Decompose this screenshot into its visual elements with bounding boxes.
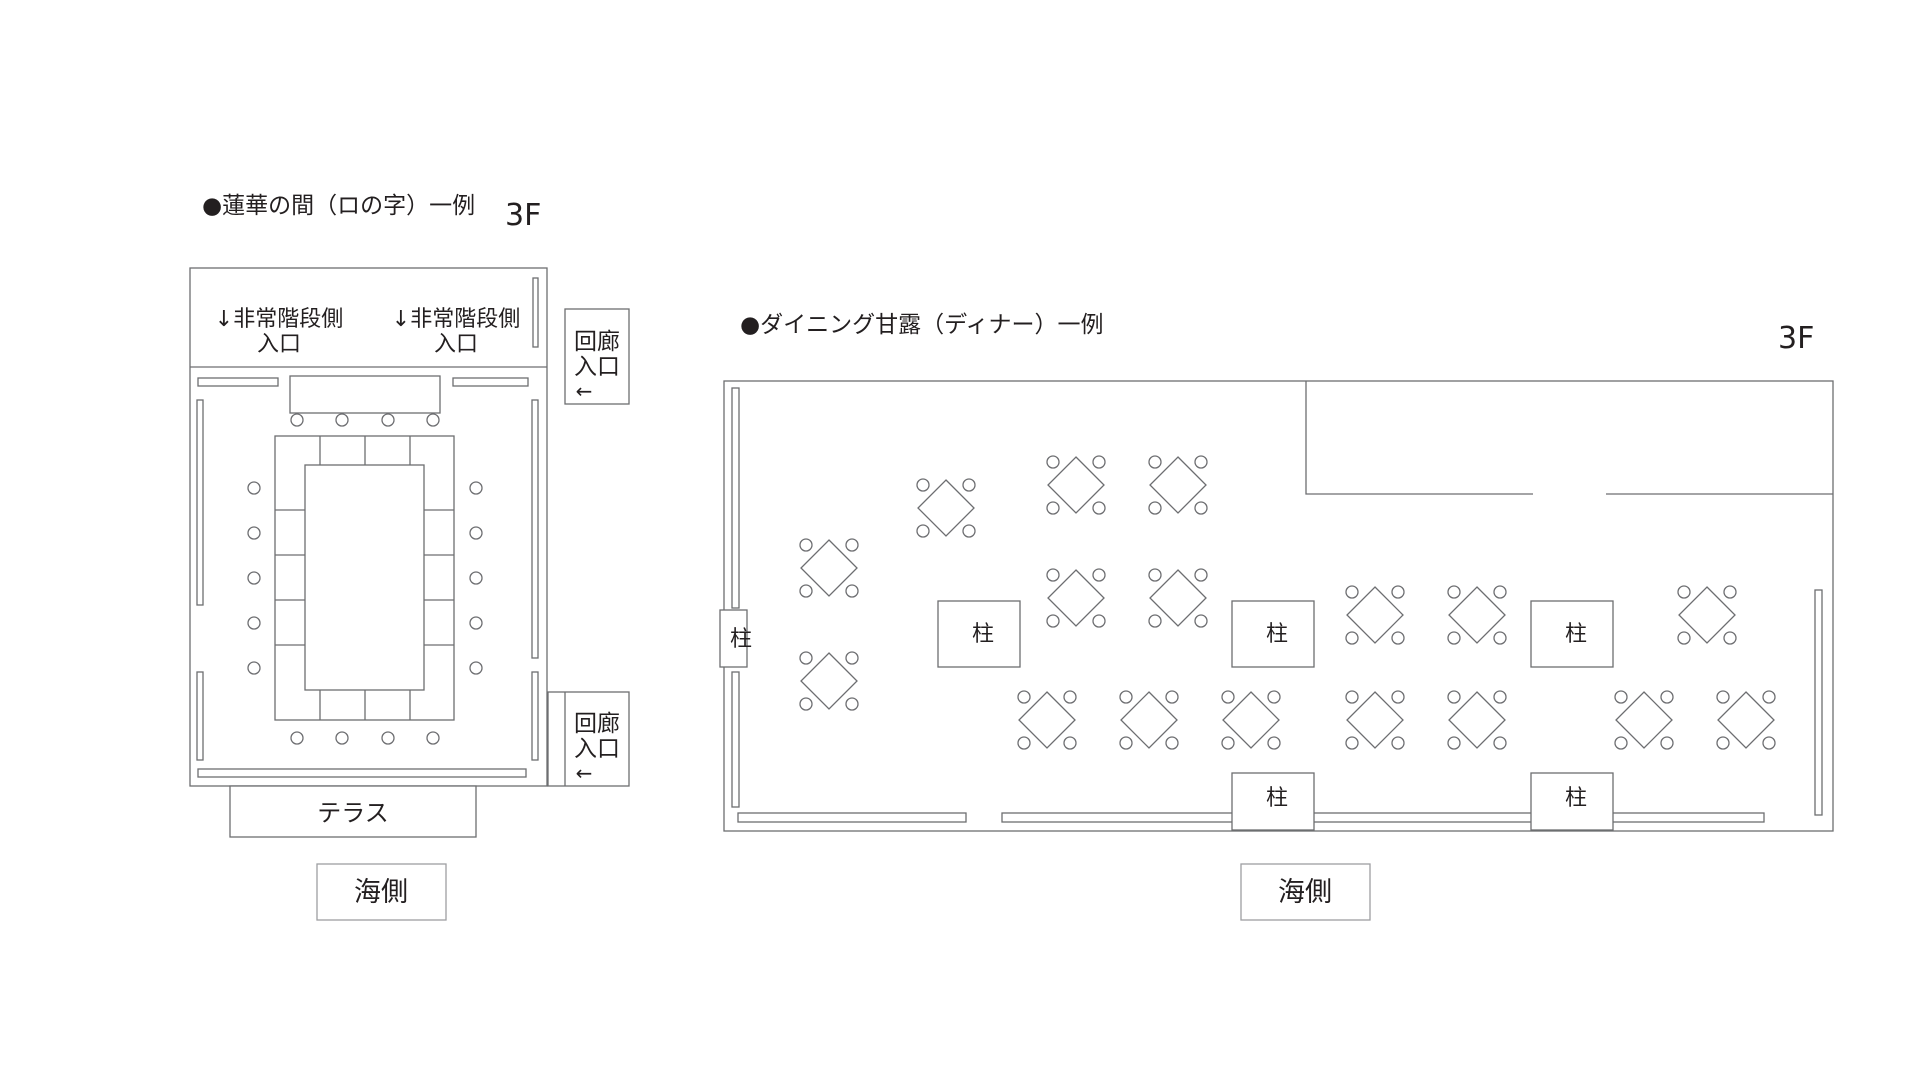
right-plan-floor-label: 3F — [1778, 321, 1814, 356]
chair — [426, 413, 440, 427]
corridor-entrance-top-line1: 回廊 — [574, 329, 620, 355]
corridor-entrance-top-line2: 入口 — [574, 354, 620, 380]
table-group — [1447, 690, 1507, 750]
left-wall-segment — [197, 768, 527, 778]
left-wall-segment — [196, 671, 204, 761]
chair — [335, 731, 349, 745]
corridor-entrance-bottom — [547, 691, 630, 787]
pillar-label: 柱 — [972, 622, 994, 647]
head-table — [289, 375, 441, 414]
pillar-label: 柱 — [1266, 786, 1288, 811]
table-group — [1148, 568, 1208, 628]
emergency-entrance-left-line2: 入口 — [257, 332, 301, 357]
corridor-entrance-bottom-line2: 入口 — [574, 736, 620, 762]
chair — [247, 571, 261, 585]
chair — [247, 616, 261, 630]
right-wall-segment — [731, 671, 740, 808]
table-group — [1345, 690, 1405, 750]
table-group — [1119, 690, 1179, 750]
dining-tables — [799, 455, 1776, 750]
pillar — [719, 609, 748, 668]
corridor-entrance-bottom-line1: 回廊 — [574, 711, 620, 737]
chair — [335, 413, 349, 427]
pillar-label: 柱 — [1565, 622, 1587, 647]
emergency-entrance-left-line1: ↓非常階段側 — [215, 307, 343, 332]
chair — [247, 481, 261, 495]
left-sea-side-label: 海側 — [354, 877, 408, 908]
pillar — [1231, 772, 1315, 831]
chair — [469, 616, 483, 630]
table-group — [1614, 690, 1674, 750]
table-dividers — [275, 436, 454, 720]
table-group — [1447, 585, 1507, 645]
pillar — [1530, 600, 1614, 668]
corridor-entrance-top — [564, 308, 630, 405]
table-group — [799, 651, 859, 711]
table-group — [799, 538, 859, 598]
right-wall-segment — [1001, 812, 1765, 823]
right-sea-side-label: 海側 — [1278, 877, 1332, 908]
chair — [381, 413, 395, 427]
right-wall-segment — [737, 812, 967, 823]
left-wall-segment — [197, 377, 279, 387]
left-wall-segment — [531, 399, 539, 659]
emergency-entrance-right-line2: 入口 — [434, 332, 478, 357]
terrace-label: テラス — [317, 799, 389, 827]
pillar — [937, 600, 1021, 668]
left-wall-segment — [452, 377, 529, 387]
left-floor-plan: ●蓮華の間（ロの字）一例 3F ↓非常階段側 入口 ↓非常階段側 入口 — [189, 193, 630, 921]
chair — [469, 571, 483, 585]
chair — [426, 731, 440, 745]
table-group — [1148, 455, 1208, 515]
left-chairs — [247, 413, 483, 745]
chair — [469, 661, 483, 675]
chair — [469, 481, 483, 495]
chair — [469, 526, 483, 540]
left-wall-segment — [531, 671, 539, 761]
table-group — [1221, 690, 1281, 750]
table-group — [1716, 690, 1776, 750]
chair — [381, 731, 395, 745]
chair — [247, 661, 261, 675]
left-top-right-wall — [532, 277, 539, 348]
pillars: 柱 柱 柱 柱 柱 柱 — [719, 600, 1614, 831]
kitchen-wall — [1305, 381, 1533, 495]
pillar — [1530, 772, 1614, 831]
table-group — [1677, 585, 1737, 645]
left-sea-side-box — [316, 863, 447, 921]
table-frame-inner — [304, 464, 425, 691]
pillar-label: 柱 — [1266, 622, 1288, 647]
left-plan-title: ●蓮華の間（ロの字）一例 — [202, 193, 475, 219]
left-plan-floor-label: 3F — [505, 198, 541, 233]
chair — [247, 526, 261, 540]
right-sea-side-box — [1240, 863, 1371, 921]
pillar-label: 柱 — [1565, 786, 1587, 811]
terrace — [229, 785, 477, 838]
table-group — [916, 478, 976, 538]
emergency-entrance-right-line1: ↓非常階段側 — [392, 307, 520, 332]
right-wall-segment — [731, 387, 740, 609]
pillar — [1231, 600, 1315, 668]
corridor-entrance-bottom-arrow: ← — [576, 761, 593, 785]
table-group — [1017, 690, 1077, 750]
chair — [290, 413, 304, 427]
right-wall-segment — [1814, 589, 1823, 816]
table-group — [1345, 585, 1405, 645]
corridor-entrance-top-arrow: ← — [576, 379, 593, 403]
table-group — [1046, 568, 1106, 628]
chair — [290, 731, 304, 745]
pillar-label: 柱 — [730, 627, 752, 652]
right-floor-plan: ●ダイニング甘露（ディナー）一例 3F 柱 柱 柱 柱 柱 柱 — [719, 312, 1834, 921]
left-wall-segment — [196, 399, 204, 606]
right-plan-title: ●ダイニング甘露（ディナー）一例 — [740, 312, 1103, 338]
table-group — [1046, 455, 1106, 515]
